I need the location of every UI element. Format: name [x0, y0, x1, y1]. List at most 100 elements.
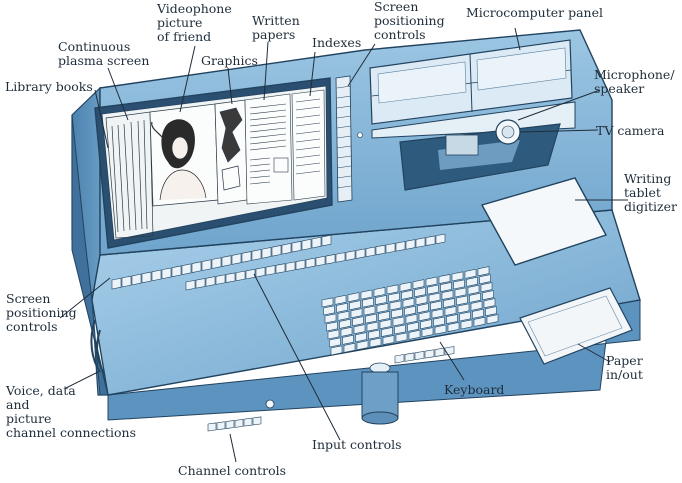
keyboard-key: [327, 329, 340, 340]
keyboard-key: [388, 292, 400, 303]
label-graphics: Graphics: [201, 53, 258, 68]
keyboard-key: [391, 308, 403, 319]
input-control-key: [255, 266, 266, 278]
label-written-papers-line1: Written: [252, 13, 300, 28]
label-microcomputer-panel: Microcomputer panel: [466, 5, 603, 20]
keyboard-key: [381, 327, 393, 337]
keyboard-key: [399, 281, 412, 292]
keyboard-key: [446, 314, 458, 324]
positioning-key: [171, 265, 182, 278]
keyboard-key: [405, 313, 418, 324]
label-videophone-line3: of friend: [157, 29, 212, 44]
positioning-key: [271, 245, 282, 257]
keyboard-key: [404, 305, 416, 316]
keyboard-key: [362, 297, 374, 308]
keyboard-key: [378, 311, 390, 321]
label-videophone: Videophone picture of friend: [157, 2, 232, 44]
keyboard-key: [434, 324, 447, 335]
keyboard-key: [477, 266, 490, 277]
input-control-key: [225, 272, 236, 283]
keyboard-key: [420, 319, 432, 330]
label-spl-line1: Screen: [6, 291, 51, 306]
input-control-key: [245, 268, 256, 280]
front-control-rows: [111, 233, 446, 291]
keyboard-key: [407, 321, 419, 332]
keyboard-key: [414, 287, 426, 298]
keyboard-key: [329, 337, 341, 348]
keyboard-key: [323, 305, 335, 316]
function-key: [424, 349, 435, 359]
keyboard-key: [464, 268, 477, 279]
keyboard-key: [395, 332, 408, 343]
input-control-key: [375, 244, 386, 256]
keyboard-key: [483, 298, 496, 309]
keyboard-key: [451, 271, 464, 282]
label-input-controls: Input controls: [312, 437, 402, 452]
positioning-key: [291, 240, 302, 253]
keyboard-key: [456, 295, 468, 306]
keyboard-key: [402, 297, 415, 308]
keyboard-key: [470, 300, 483, 311]
keyboard-key: [430, 300, 442, 311]
keyboard-key: [321, 297, 334, 308]
keyboard-key: [453, 279, 465, 290]
positioning-key: [231, 253, 242, 265]
input-control-key: [315, 255, 326, 267]
input-control-key: [345, 250, 356, 261]
graphics-map: [214, 99, 248, 205]
channel-key: [234, 418, 244, 428]
positioning-key: [191, 261, 202, 273]
keyboard-key: [355, 332, 367, 343]
input-control-key: [265, 265, 276, 276]
keyboard-key: [369, 337, 382, 348]
input-control-key: [405, 239, 416, 250]
label-spl-line2: positioning: [6, 305, 77, 320]
positioning-key: [311, 236, 322, 249]
channel-key: [243, 417, 253, 427]
keyboard: [321, 266, 499, 364]
keyboard-key: [431, 308, 444, 319]
keyboard-key: [486, 314, 499, 325]
label-written-papers: Written papers: [252, 14, 300, 42]
input-control-key: [435, 233, 446, 245]
keyboard-key: [337, 310, 350, 321]
keyboard-key: [382, 335, 395, 345]
label-plasma-line1: Continuous: [58, 39, 131, 54]
keyboard-key: [334, 294, 347, 305]
keyboard-key: [447, 322, 460, 332]
microcomputer-panel: [369, 39, 573, 125]
videophone-portrait: [149, 103, 219, 207]
input-control-key: [235, 270, 246, 282]
keyboard-key: [421, 327, 434, 338]
label-indexes: Indexes: [312, 35, 362, 50]
label-written-papers-line2: papers: [252, 27, 296, 42]
function-key: [394, 354, 405, 364]
keyboard-key: [401, 289, 413, 300]
keyboard-key: [394, 324, 406, 335]
input-control-key: [365, 246, 376, 258]
label-tablet-line2: tablet: [624, 185, 661, 200]
keyboard-key: [482, 290, 494, 301]
label-spt-line2: positioning: [374, 13, 445, 28]
keyboard-key: [433, 316, 445, 327]
keyboard-key: [408, 329, 421, 340]
keyboard-key: [466, 276, 478, 287]
label-tablet-line3: digitizer: [624, 199, 677, 214]
keyboard-key: [441, 290, 454, 300]
label-keyboard: Keyboard: [444, 382, 505, 397]
input-control-key: [185, 279, 196, 291]
function-key: [444, 346, 455, 356]
label-voice-line1: Voice, data: [6, 383, 76, 398]
keyboard-key: [330, 345, 343, 356]
positioning-key: [261, 247, 272, 259]
keyboard-key: [326, 321, 338, 332]
label-mic-line2: speaker: [594, 81, 645, 96]
keyboard-key: [347, 292, 360, 303]
microphone-grille: [445, 134, 479, 156]
label-screen-positioning-top: Screen positioning controls: [374, 0, 445, 42]
keyboard-key: [349, 300, 361, 311]
label-continuous-plasma: Continuous plasma screen: [58, 40, 149, 68]
positioning-key: [241, 251, 252, 263]
library-books-area: [105, 111, 154, 239]
